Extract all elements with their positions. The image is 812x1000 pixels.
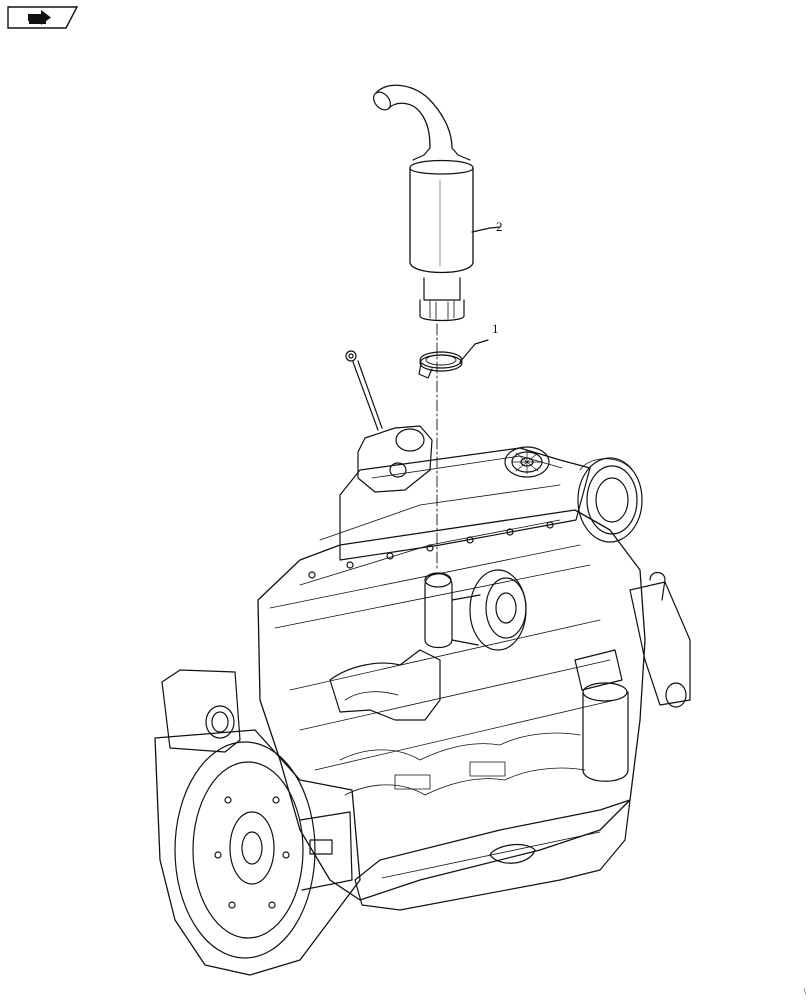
nav-back-tab[interactable] — [6, 5, 78, 30]
oil-filter — [574, 649, 629, 782]
corner-mark: \ — [803, 987, 806, 996]
flywheel-housing — [154, 729, 361, 976]
turbocharger — [424, 569, 527, 651]
dipstick — [345, 350, 383, 431]
forward-arrow-icon — [28, 10, 51, 25]
engine-assembly — [154, 350, 691, 976]
muffler-part[interactable] — [370, 84, 501, 322]
oil-pan — [354, 799, 631, 911]
hose-clamp-part[interactable] — [418, 339, 489, 379]
cooling-fan — [504, 446, 550, 478]
callout-label-1: 1 — [492, 321, 499, 336]
callout-label-2: 2 — [496, 219, 503, 234]
front-pulley — [577, 457, 643, 543]
